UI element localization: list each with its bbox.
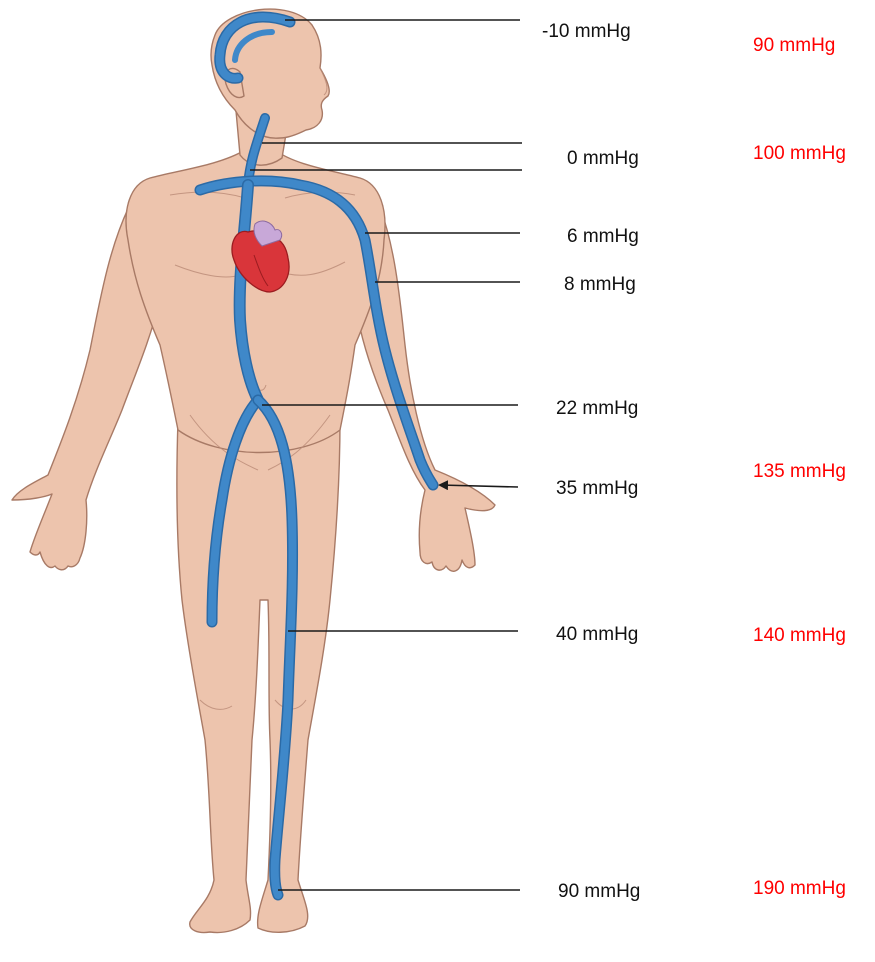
arterial-pressure-ankle: 190 mmHg [753, 878, 846, 899]
venous-pressure-thigh: 40 mmHg [556, 624, 638, 645]
venous-pressure-upper-arm: 8 mmHg [564, 274, 636, 295]
arterial-pressure-neck: 100 mmHg [753, 143, 846, 164]
venous-pressure-ankle: 90 mmHg [558, 881, 640, 902]
venous-pressure-abdomen: 22 mmHg [556, 398, 638, 419]
venous-pressure-labels: -10 mmHg 0 mmHg 6 mmHg 8 mmHg 22 mmHg 35… [542, 21, 640, 902]
venous-pressure-head: -10 mmHg [542, 21, 631, 42]
arterial-pressure-thigh: 140 mmHg [753, 625, 846, 646]
venous-pressure-neck: 0 mmHg [567, 148, 639, 169]
venous-pressure-wrist: 35 mmHg [556, 478, 638, 499]
arterial-pressure-labels: 90 mmHg 100 mmHg 135 mmHg 140 mmHg 190 m… [753, 35, 846, 899]
legs [177, 420, 340, 933]
arterial-pressure-head: 90 mmHg [753, 35, 835, 56]
arterial-pressure-wrist: 135 mmHg [753, 461, 846, 482]
venous-pressure-shoulder: 6 mmHg [567, 226, 639, 247]
